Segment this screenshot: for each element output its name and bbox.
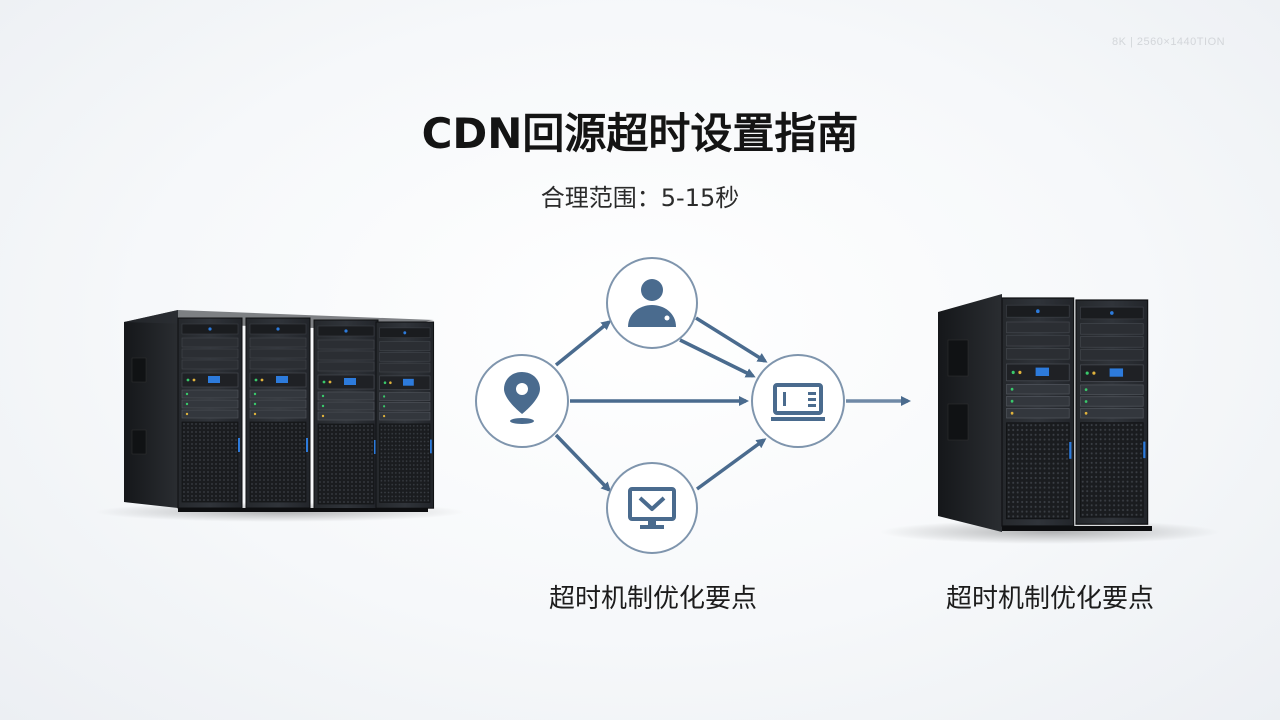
node-terminal: [751, 354, 845, 448]
page-title: CDN回源超时设置指南: [421, 109, 859, 158]
arrow-origin-to-user: [554, 320, 612, 367]
location-pin-icon: [504, 372, 540, 424]
server-rack-left: [95, 310, 465, 522]
node-origin: [475, 354, 569, 448]
arrow-user-to-terminal-1: [695, 316, 768, 363]
node-user: [606, 257, 698, 349]
user-icon: [628, 279, 676, 327]
monitor-check-icon: [628, 487, 676, 529]
server-rack-right: [880, 294, 1220, 544]
watermark: 8K | 2560×1440TION: [1112, 36, 1226, 48]
page-subtitle: 合理范围：5-15秒: [540, 184, 740, 212]
terminal-device-icon: [771, 383, 825, 421]
arrow-user-to-terminal-2: [679, 338, 756, 378]
flow-diagram: [475, 257, 911, 554]
node-display: [606, 462, 698, 554]
server-caption: 超时机制优化要点: [945, 584, 1154, 614]
arrow-origin-to-display: [554, 433, 612, 493]
arrow-display-to-terminal: [695, 438, 767, 491]
diagram-caption: 超时机制优化要点: [548, 584, 757, 614]
